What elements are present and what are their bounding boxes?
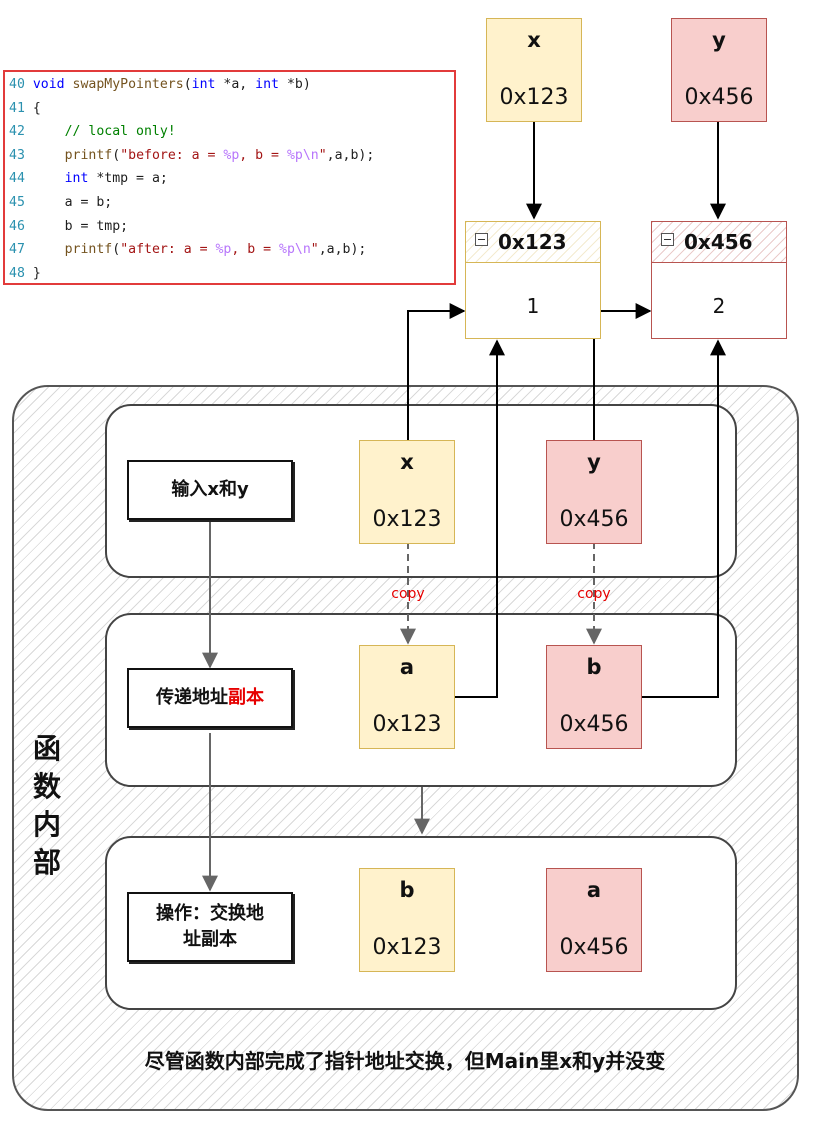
code-line: 46 b = tmp; <box>9 215 454 239</box>
step-label-pass-copy: 传递地址副本 <box>127 668 293 728</box>
var-address: 0x123 <box>372 712 442 737</box>
code-token: *b) <box>279 77 311 92</box>
memory-cell-header: 0x456 <box>652 222 786 263</box>
code-token: int <box>191 77 216 92</box>
code-token: " <box>310 242 319 258</box>
code-token: %p\n <box>279 242 311 258</box>
line-number: 47 <box>9 242 33 258</box>
code-token: ,a,b); <box>318 242 367 258</box>
line-number: 41 <box>9 100 33 116</box>
param-var-y: y 0x456 <box>546 440 642 544</box>
memory-value: 1 <box>526 294 540 318</box>
local-var-b: b 0x456 <box>546 645 642 749</box>
code-token: %p <box>223 147 240 163</box>
memory-address: 0x456 <box>684 230 753 254</box>
code-token: %p\n <box>286 147 319 163</box>
arrow-a-to-cell1 <box>455 339 505 698</box>
line-number: 40 <box>9 77 33 92</box>
code-token: , b = <box>239 147 287 163</box>
code-token: int <box>64 171 89 187</box>
code-line: 44 int *tmp = a; <box>9 167 454 191</box>
var-name: x <box>527 28 541 52</box>
code-token: ( <box>112 242 121 258</box>
code-token: *a, <box>215 77 256 92</box>
conclusion-caption: 尽管函数内部完成了指针地址交换，但Main里x和y并没变 <box>144 1049 666 1073</box>
copy-label-left: copy <box>391 586 425 602</box>
line-number: 42 <box>9 124 33 140</box>
code-line: 48 } <box>9 262 454 286</box>
var-address: 0x456 <box>559 507 629 532</box>
code-token: b = tmp; <box>32 218 129 234</box>
copy-label-right: copy <box>577 586 611 602</box>
step-label-swap: 操作：交换地址副本 <box>127 892 293 962</box>
var-name: y <box>587 450 601 474</box>
memory-address: 0x123 <box>498 230 567 254</box>
step-label-text: 操作：交换地址副本 <box>156 903 264 950</box>
var-address: 0x456 <box>559 935 629 960</box>
code-token: *tmp = a; <box>88 171 168 187</box>
swapped-var-a: a 0x456 <box>546 868 642 972</box>
code-token: void <box>32 77 73 92</box>
code-listing: 40 void swapMyPointers(int *a, int *b)41… <box>3 70 456 285</box>
main-var-y: y 0x456 <box>671 18 767 122</box>
step-label-text: 输入x和y <box>171 479 249 500</box>
code-token: "after: a = <box>120 242 216 258</box>
code-line: 47 printf("after: a = %p, b = %p\n",a,b)… <box>9 238 454 262</box>
var-name: b <box>399 878 415 902</box>
code-token: swapMyPointers <box>72 77 184 92</box>
code-line: 45 a = b; <box>9 191 454 215</box>
code-token: { <box>32 100 41 116</box>
code-line: 40 void swapMyPointers(int *a, int *b) <box>9 73 454 97</box>
var-name: x <box>400 450 414 474</box>
code-token: ( <box>112 147 121 163</box>
var-address: 0x123 <box>372 935 442 960</box>
memory-cell-0x123: 0x123 1 <box>465 221 601 339</box>
code-token: printf <box>64 242 113 258</box>
arrow-param-y-to-cell2 <box>593 303 652 440</box>
var-address: 0x123 <box>499 85 569 110</box>
code-line: 43 printf("before: a = %p, b = %p\n",a,b… <box>9 144 454 168</box>
code-token: %p <box>215 242 232 258</box>
var-address: 0x456 <box>684 85 754 110</box>
code-token: ,a,b); <box>326 147 375 163</box>
var-name: a <box>586 878 602 902</box>
collapse-icon[interactable] <box>661 233 674 246</box>
line-number: 44 <box>9 171 33 187</box>
arrow-b-to-cell2 <box>642 339 726 698</box>
var-address: 0x456 <box>559 712 629 737</box>
collapse-icon[interactable] <box>475 233 488 246</box>
code-line: 42 // local only! <box>9 120 454 144</box>
code-token: int <box>255 77 279 92</box>
line-number: 46 <box>9 218 33 234</box>
code-token: ( <box>183 77 192 92</box>
code-token: // local only! <box>64 124 176 140</box>
main-var-x: x 0x123 <box>486 18 582 122</box>
memory-cell-header: 0x123 <box>466 222 600 263</box>
var-name: y <box>712 28 726 52</box>
code-token: } <box>32 265 41 281</box>
step-label-text: 传递地址副本 <box>156 687 264 708</box>
code-line: 41 { <box>9 97 454 121</box>
code-token: , b = <box>231 242 279 258</box>
code-token: " <box>318 147 327 163</box>
step-label-input: 输入x和y <box>127 460 293 520</box>
var-name: a <box>399 655 415 679</box>
line-number: 45 <box>9 194 33 210</box>
swapped-var-b: b 0x123 <box>359 868 455 972</box>
function-scope-label: 函 数 内 部 <box>32 732 61 879</box>
step-label-emphasis: 副本 <box>228 687 264 708</box>
line-number: 43 <box>9 147 33 163</box>
var-name: b <box>586 655 602 679</box>
var-address: 0x123 <box>372 507 442 532</box>
param-var-x: x 0x123 <box>359 440 455 544</box>
code-token: "before: a = <box>120 147 224 163</box>
memory-cell-0x456: 0x456 2 <box>651 221 787 339</box>
line-number: 48 <box>9 265 33 281</box>
memory-value: 2 <box>712 294 726 318</box>
code-token: a = b; <box>32 194 113 210</box>
arrow-param-x-to-cell1 <box>407 303 466 440</box>
code-token: printf <box>64 147 113 163</box>
local-var-a: a 0x123 <box>359 645 455 749</box>
